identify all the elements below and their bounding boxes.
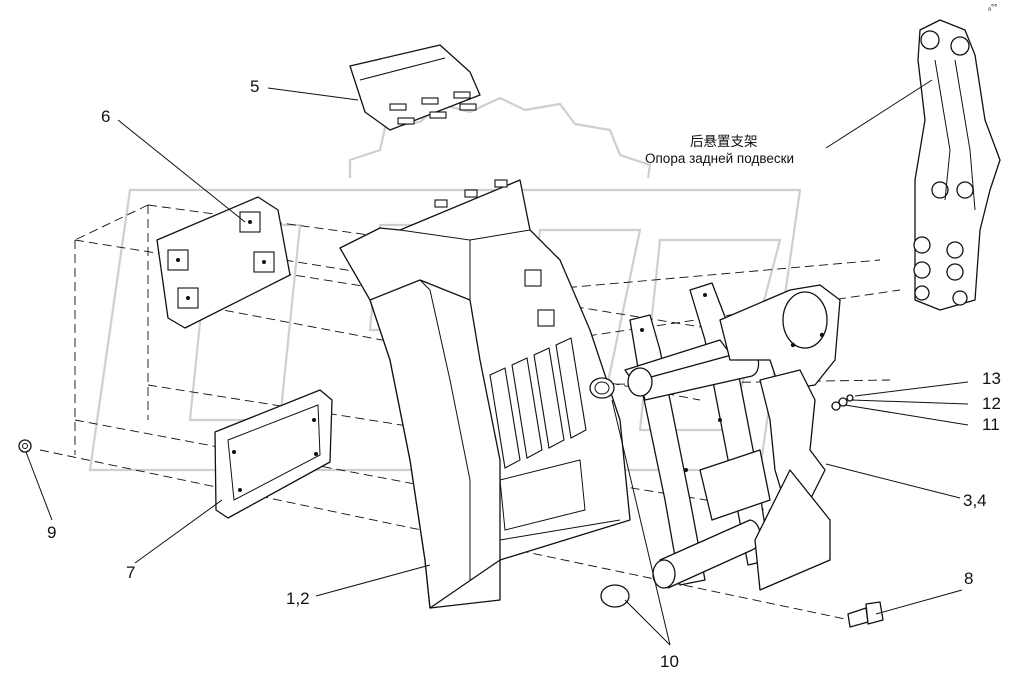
callout-11: 11: [982, 415, 1000, 434]
callout-labels: 5 6 9 7 1,2 10 8 3,4 11 12 13 后悬置支架 Опор…: [47, 3, 1001, 671]
bracket-assembly: [624, 282, 771, 589]
callout-13: 13: [982, 369, 1001, 388]
callout-3-4: 3,4: [963, 491, 987, 510]
corner-mark: ₐ°°: [988, 3, 997, 12]
part-10-plug-top: [589, 377, 615, 399]
part-1-2-mudguard: [339, 179, 631, 609]
part-9-nut: [18, 439, 32, 453]
caption-russian: Опора задней подвески: [645, 151, 794, 166]
part-3-4-bracket: [719, 284, 841, 591]
parts-11-13-fasteners: [831, 394, 854, 411]
rear-suspension-support: [913, 19, 1001, 311]
callout-6: 6: [101, 107, 110, 126]
callout-5: 5: [250, 77, 259, 96]
part-8-bolt: [847, 601, 884, 628]
caption-chinese: 后悬置支架: [690, 134, 758, 149]
part-5-cover: [349, 44, 481, 131]
callout-10: 10: [660, 652, 679, 671]
callout-7: 7: [126, 563, 135, 582]
part-10-plug-bottom: [600, 584, 630, 608]
callout-12: 12: [982, 394, 1001, 413]
callout-9: 9: [47, 523, 56, 542]
part-7-frame: [214, 389, 333, 519]
callout-1-2: 1,2: [286, 589, 310, 608]
callout-8: 8: [964, 569, 973, 588]
leader-lines: [25, 79, 969, 646]
part-6-plate: [156, 196, 291, 329]
